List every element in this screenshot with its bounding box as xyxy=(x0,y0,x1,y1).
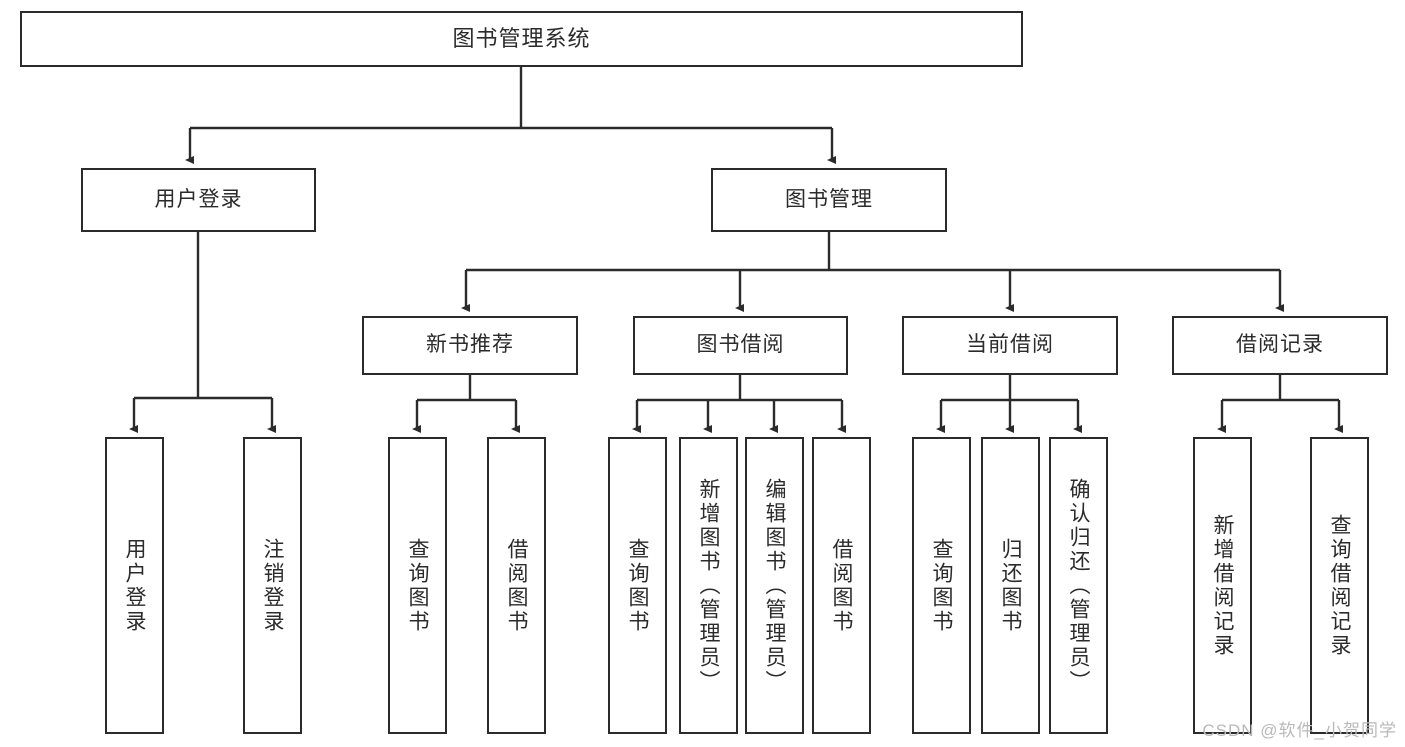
node-borrow-record[interactable]: 借阅记录 xyxy=(1172,316,1388,375)
node-leaf-confirm-return-admin[interactable]: 确认归还（管理员） xyxy=(1049,437,1108,734)
node-new-book-recommend[interactable]: 新书推荐 xyxy=(362,316,578,375)
node-label: 编辑图书（管理员） xyxy=(763,477,786,694)
node-label: 图书管理系统 xyxy=(452,26,591,52)
node-leaf-borrow-book[interactable]: 借阅图书 xyxy=(812,437,871,734)
node-label: 新增图书（管理员） xyxy=(697,477,720,694)
node-label: 新书推荐 xyxy=(426,333,514,357)
node-label: 注销登录 xyxy=(261,537,284,634)
node-book-management[interactable]: 图书管理 xyxy=(711,168,947,232)
node-user-login[interactable]: 用户登录 xyxy=(81,168,316,232)
node-label: 用户登录 xyxy=(123,537,146,634)
watermark-text: CSDN @软件_小贺同学 xyxy=(1202,721,1397,740)
node-leaf-user-logout[interactable]: 注销登录 xyxy=(243,437,302,734)
node-label: 归还图书 xyxy=(999,537,1022,634)
node-leaf-return-book[interactable]: 归还图书 xyxy=(981,437,1040,734)
node-label: 查询借阅记录 xyxy=(1328,513,1351,658)
node-leaf-add-book-admin[interactable]: 新增图书（管理员） xyxy=(679,437,738,734)
node-current-borrow[interactable]: 当前借阅 xyxy=(902,316,1118,375)
node-label: 图书管理 xyxy=(785,187,873,211)
node-leaf-query-book-borrow[interactable]: 查询图书 xyxy=(608,437,667,734)
node-leaf-query-borrow-record[interactable]: 查询借阅记录 xyxy=(1310,437,1369,734)
node-leaf-edit-book-admin[interactable]: 编辑图书（管理员） xyxy=(745,437,804,734)
node-label: 查询图书 xyxy=(626,537,649,634)
node-label: 借阅图书 xyxy=(830,537,853,634)
node-label: 确认归还（管理员） xyxy=(1067,477,1090,694)
node-leaf-user-login[interactable]: 用户登录 xyxy=(105,437,164,734)
node-label: 查询图书 xyxy=(406,537,429,634)
node-label: 图书借阅 xyxy=(696,333,785,357)
node-leaf-query-book-current[interactable]: 查询图书 xyxy=(912,437,971,734)
node-leaf-borrow-book-recommend[interactable]: 借阅图书 xyxy=(487,437,546,734)
node-leaf-add-borrow-record[interactable]: 新增借阅记录 xyxy=(1193,437,1252,734)
node-label: 查询图书 xyxy=(930,537,953,634)
node-label: 用户登录 xyxy=(154,187,243,211)
node-label: 当前借阅 xyxy=(966,333,1054,357)
node-root-system[interactable]: 图书管理系统 xyxy=(20,11,1023,67)
node-book-borrow[interactable]: 图书借阅 xyxy=(633,316,848,375)
node-label: 借阅记录 xyxy=(1236,333,1324,357)
node-leaf-query-book-recommend[interactable]: 查询图书 xyxy=(388,437,447,734)
node-label: 借阅图书 xyxy=(505,537,528,634)
node-label: 新增借阅记录 xyxy=(1211,513,1234,658)
